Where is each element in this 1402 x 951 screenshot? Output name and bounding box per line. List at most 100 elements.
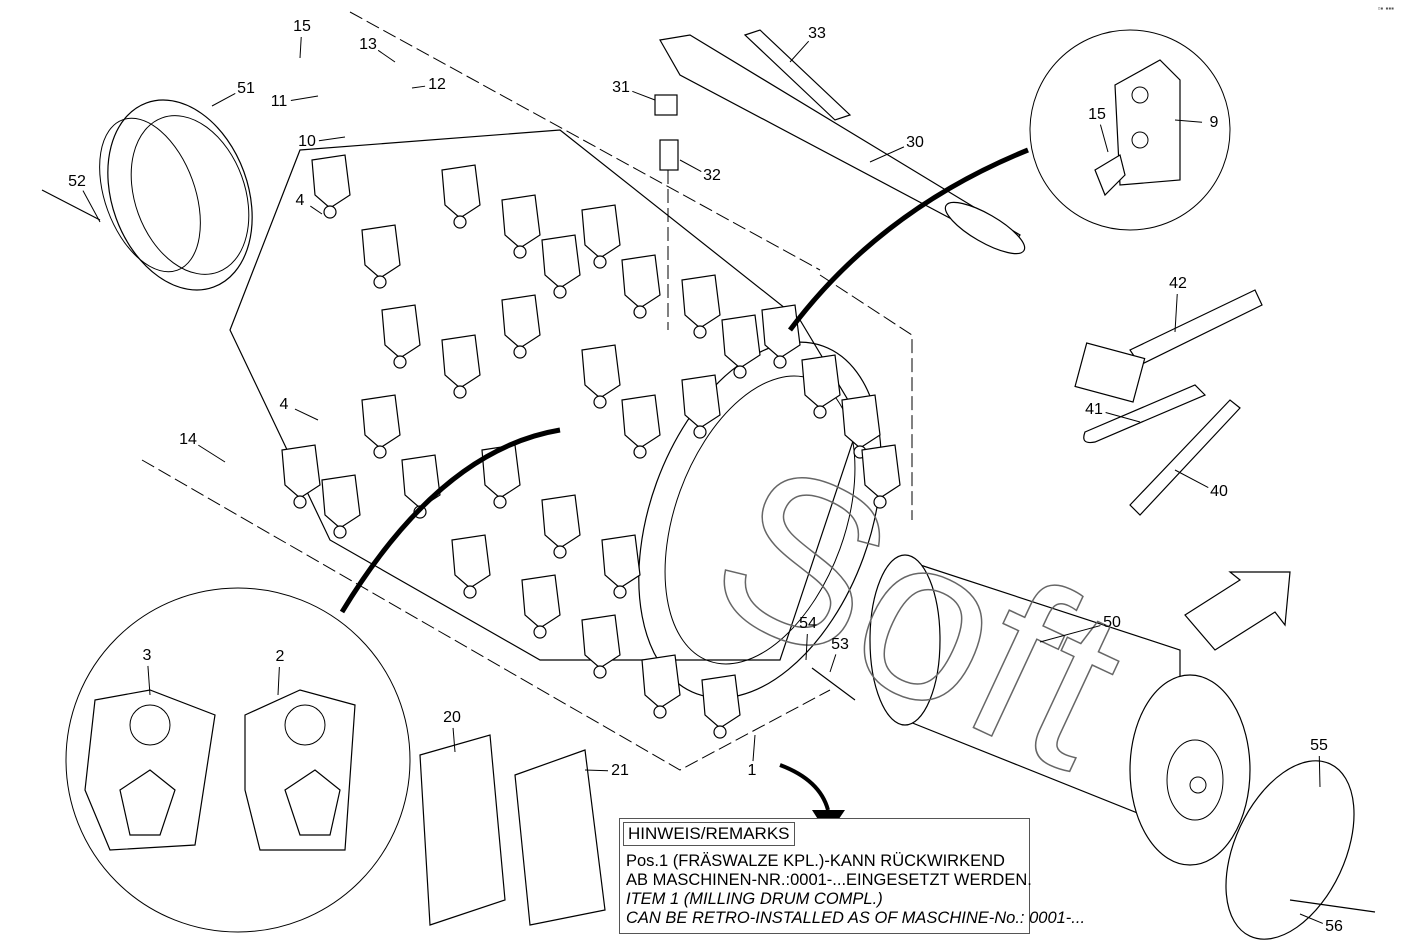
- leader-line: [584, 769, 609, 772]
- cutting-tooth: [633, 445, 647, 459]
- part-55-ring: [1225, 760, 1355, 940]
- leader-line: [1174, 119, 1203, 123]
- leader-line: [147, 665, 151, 696]
- part-20-bag: [419, 734, 506, 926]
- leader-line: [318, 136, 346, 142]
- callout-54: 54: [799, 615, 817, 632]
- tooth-holder: [861, 444, 901, 499]
- remarks-line: ITEM 1 (MILLING DRUM COMPL.): [626, 890, 883, 908]
- cutting-tooth: [773, 355, 787, 369]
- part-42-hammer: [1074, 289, 1263, 403]
- leader-line: [310, 205, 323, 215]
- tooth-holder: [841, 394, 881, 449]
- tooth-holder: [541, 494, 581, 549]
- remarks-line: AB MASCHINEN-NR.:0001-...EINGESETZT WERD…: [626, 871, 1032, 889]
- callout-52: 52: [68, 173, 86, 190]
- assembly-boundary: [349, 11, 821, 271]
- tooth-holder: [801, 354, 841, 409]
- remarks-line: CAN BE RETRO-INSTALLED AS OF MASCHINE-No…: [626, 909, 1086, 927]
- cutting-tooth: [593, 665, 607, 679]
- leader-line: [805, 633, 808, 661]
- callout-13: 13: [359, 36, 377, 53]
- callout-40: 40: [1210, 483, 1228, 500]
- callout-20: 20: [443, 709, 461, 726]
- leader-line: [1318, 755, 1321, 788]
- cutting-tooth: [633, 305, 647, 319]
- callout-2: 2: [276, 648, 285, 665]
- cutting-tooth: [553, 285, 567, 299]
- remarks-title: HINWEIS/REMARKS: [623, 822, 795, 846]
- callout-4: 4: [296, 192, 305, 209]
- tooth-holder: [361, 394, 401, 449]
- callout-11: 11: [271, 93, 288, 110]
- cutting-tooth: [713, 725, 727, 739]
- tooth-holder: [281, 444, 321, 499]
- cutting-tooth: [593, 395, 607, 409]
- cutting-tooth: [453, 215, 467, 229]
- leader-line: [1105, 412, 1141, 423]
- part-31-socket: [654, 94, 678, 116]
- callout-30: 30: [906, 134, 924, 151]
- tooth-holder: [621, 254, 661, 309]
- leader-line: [290, 95, 319, 101]
- cutting-tooth: [373, 445, 387, 459]
- tooth-holder: [581, 204, 621, 259]
- leader-line: [299, 36, 302, 59]
- tooth-holder: [451, 534, 491, 589]
- cutting-tooth: [533, 625, 547, 639]
- callout-33: 33: [808, 25, 826, 42]
- leader-line: [1174, 293, 1178, 333]
- callout-31: 31: [612, 79, 630, 96]
- cutting-tooth: [553, 545, 567, 559]
- callout-41: 41: [1085, 401, 1103, 418]
- tooth-holder: [761, 304, 801, 359]
- part-40-puller: [1129, 399, 1241, 516]
- leader-line: [1099, 124, 1109, 153]
- callout-10: 10: [298, 133, 316, 150]
- assembly-boundary: [819, 274, 913, 520]
- leader-line: [1174, 469, 1209, 488]
- part-32-adapter: [659, 139, 679, 171]
- cutting-tooth: [323, 205, 337, 219]
- callout-42: 42: [1169, 275, 1187, 292]
- cutting-tooth: [813, 405, 827, 419]
- cutting-tooth: [463, 585, 477, 599]
- callout-50: 50: [1103, 614, 1121, 631]
- tooth-holders: [281, 154, 901, 739]
- cutting-tooth: [333, 525, 347, 539]
- leader-line: [82, 190, 101, 223]
- tooth-holder: [721, 314, 761, 369]
- part-51-ring: [99, 99, 253, 291]
- part-41-puller: [1083, 384, 1207, 444]
- part-30-wrench: [654, 29, 1026, 330]
- cutting-tooth: [653, 705, 667, 719]
- callout-4: 4: [280, 396, 289, 413]
- cutting-tooth: [373, 275, 387, 289]
- cutting-tooth: [613, 585, 627, 599]
- remarks-box: HINWEIS/REMARKS Pos.1 (FRÄSWALZE KPL.)-K…: [619, 818, 1085, 934]
- cutting-tooth: [493, 495, 507, 509]
- tooth-holder: [501, 194, 541, 249]
- leader-line: [211, 93, 236, 107]
- part-50-drum-motor: [869, 554, 1251, 866]
- tooth-holder: [361, 224, 401, 279]
- tooth-holder: [521, 574, 561, 629]
- leader-line: [294, 408, 319, 421]
- cutting-tooth: [453, 385, 467, 399]
- tooth-holder: [481, 444, 521, 499]
- tooth-holder: [311, 154, 351, 209]
- leader-line: [869, 146, 905, 163]
- leader-line: [1299, 913, 1323, 924]
- cutting-tooth: [873, 495, 887, 509]
- tooth-holder: [681, 274, 721, 329]
- direction-arrow-symbol: [1184, 571, 1291, 651]
- tooth-holder: [701, 674, 741, 729]
- callout-14: 14: [179, 431, 197, 448]
- callout-32: 32: [703, 167, 721, 184]
- leader-line: [752, 734, 756, 762]
- leader-line: [789, 40, 810, 63]
- leader-line: [632, 90, 656, 101]
- leader-line: [198, 444, 226, 463]
- tooth-holder: [441, 164, 481, 219]
